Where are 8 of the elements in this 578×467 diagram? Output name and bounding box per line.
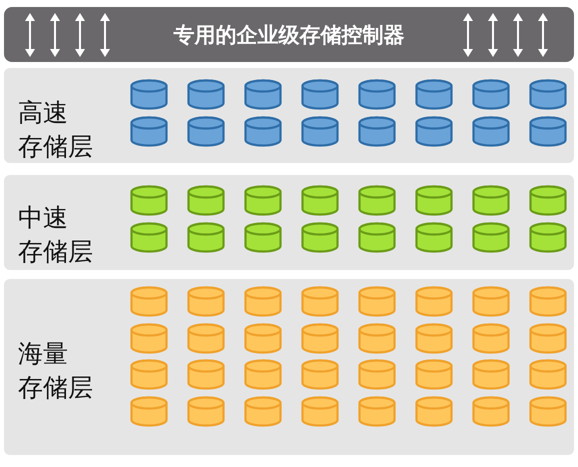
tier-label: 海量存储层 [18,338,93,404]
storage-tier-panel [4,279,574,455]
tier-label: 高速存储层 [18,97,93,163]
storage-tier-panel [4,68,574,163]
tier-label: 中速存储层 [18,202,93,268]
controller-title: 专用的企业级存储控制器 [174,22,404,48]
controller-bar [4,7,574,62]
storage-tier-panel [4,175,574,270]
